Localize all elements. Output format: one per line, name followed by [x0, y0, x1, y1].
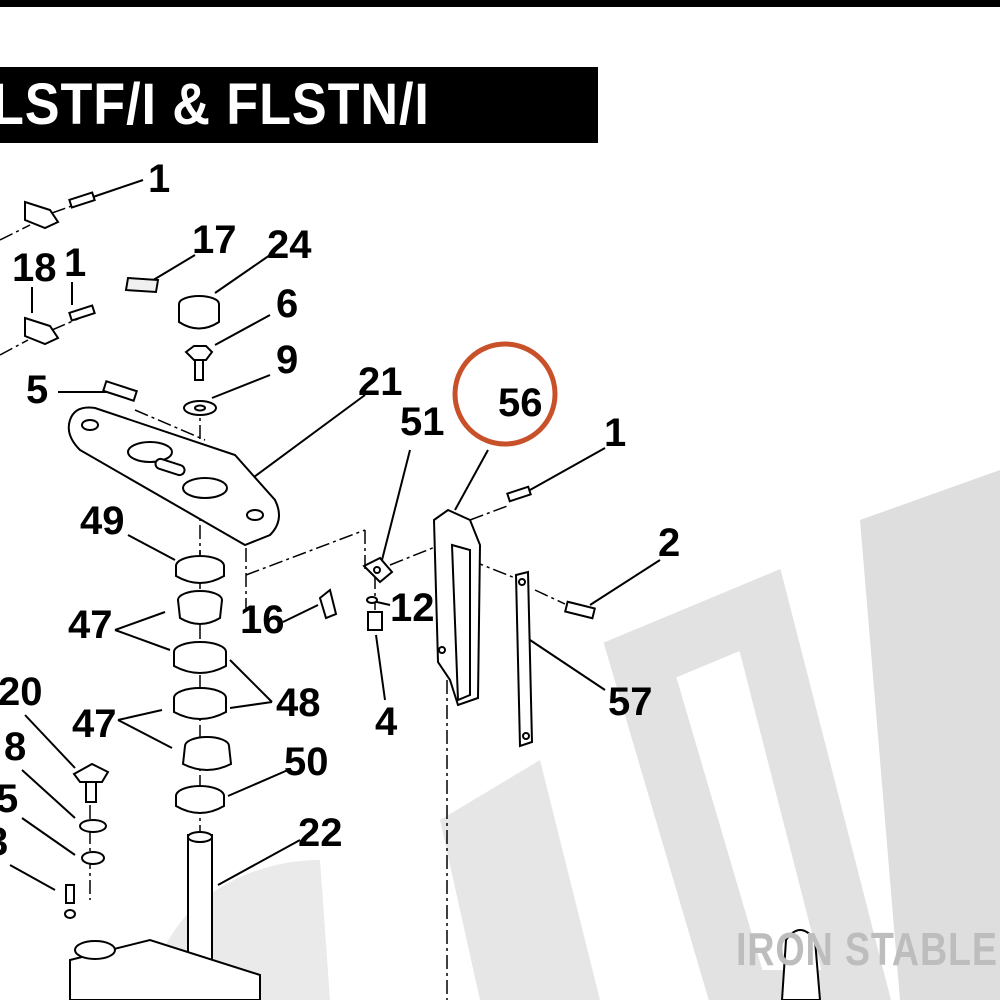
callout-label: 50: [284, 740, 329, 784]
callout-label: 2: [658, 521, 680, 565]
watermark-large: [150, 470, 1000, 1000]
callout-label: 22: [298, 811, 343, 855]
watermark-brand: IRON STABLE: [736, 923, 998, 975]
callout-label: 8: [4, 725, 26, 769]
callout-labels: 1 17 24 18 1 6 9 5 21 51 56 1 49 2 12 16…: [0, 157, 680, 864]
callout-label: 12: [390, 586, 435, 630]
top-rule: [0, 0, 1000, 7]
parts: [24, 191, 822, 1000]
callout-label: 56: [498, 381, 543, 425]
callout-label: 4: [375, 700, 398, 744]
callout-label: 20: [0, 670, 43, 714]
callout-label: 1: [604, 411, 626, 455]
callout-label: 48: [276, 681, 321, 725]
callout-label: 17: [192, 218, 237, 262]
callout-label: 16: [240, 598, 285, 642]
highlight-ring-56: [452, 341, 558, 447]
callout-label: 6: [276, 282, 298, 326]
callout-label: 5: [0, 777, 18, 821]
callout-label: 47: [72, 702, 117, 746]
callout-label: 51: [400, 400, 445, 444]
callout-label: 9: [276, 338, 298, 382]
callout-label: 18: [12, 246, 57, 290]
callout-label: 1: [64, 241, 86, 285]
callout-label: 57: [608, 680, 653, 724]
callout-label: 21: [358, 360, 403, 404]
callout-label: 49: [80, 499, 125, 543]
callout-label: 3: [0, 820, 8, 864]
callout-label: 24: [267, 223, 312, 267]
callout-label: 47: [68, 603, 113, 647]
leader-lines: [9, 179, 661, 891]
page-title: LSTF/I & FLSTN/I: [0, 72, 430, 137]
title-bar: LSTF/I & FLSTN/I: [0, 67, 598, 143]
callout-label: 1: [148, 157, 170, 201]
callout-label: 5: [26, 368, 48, 412]
